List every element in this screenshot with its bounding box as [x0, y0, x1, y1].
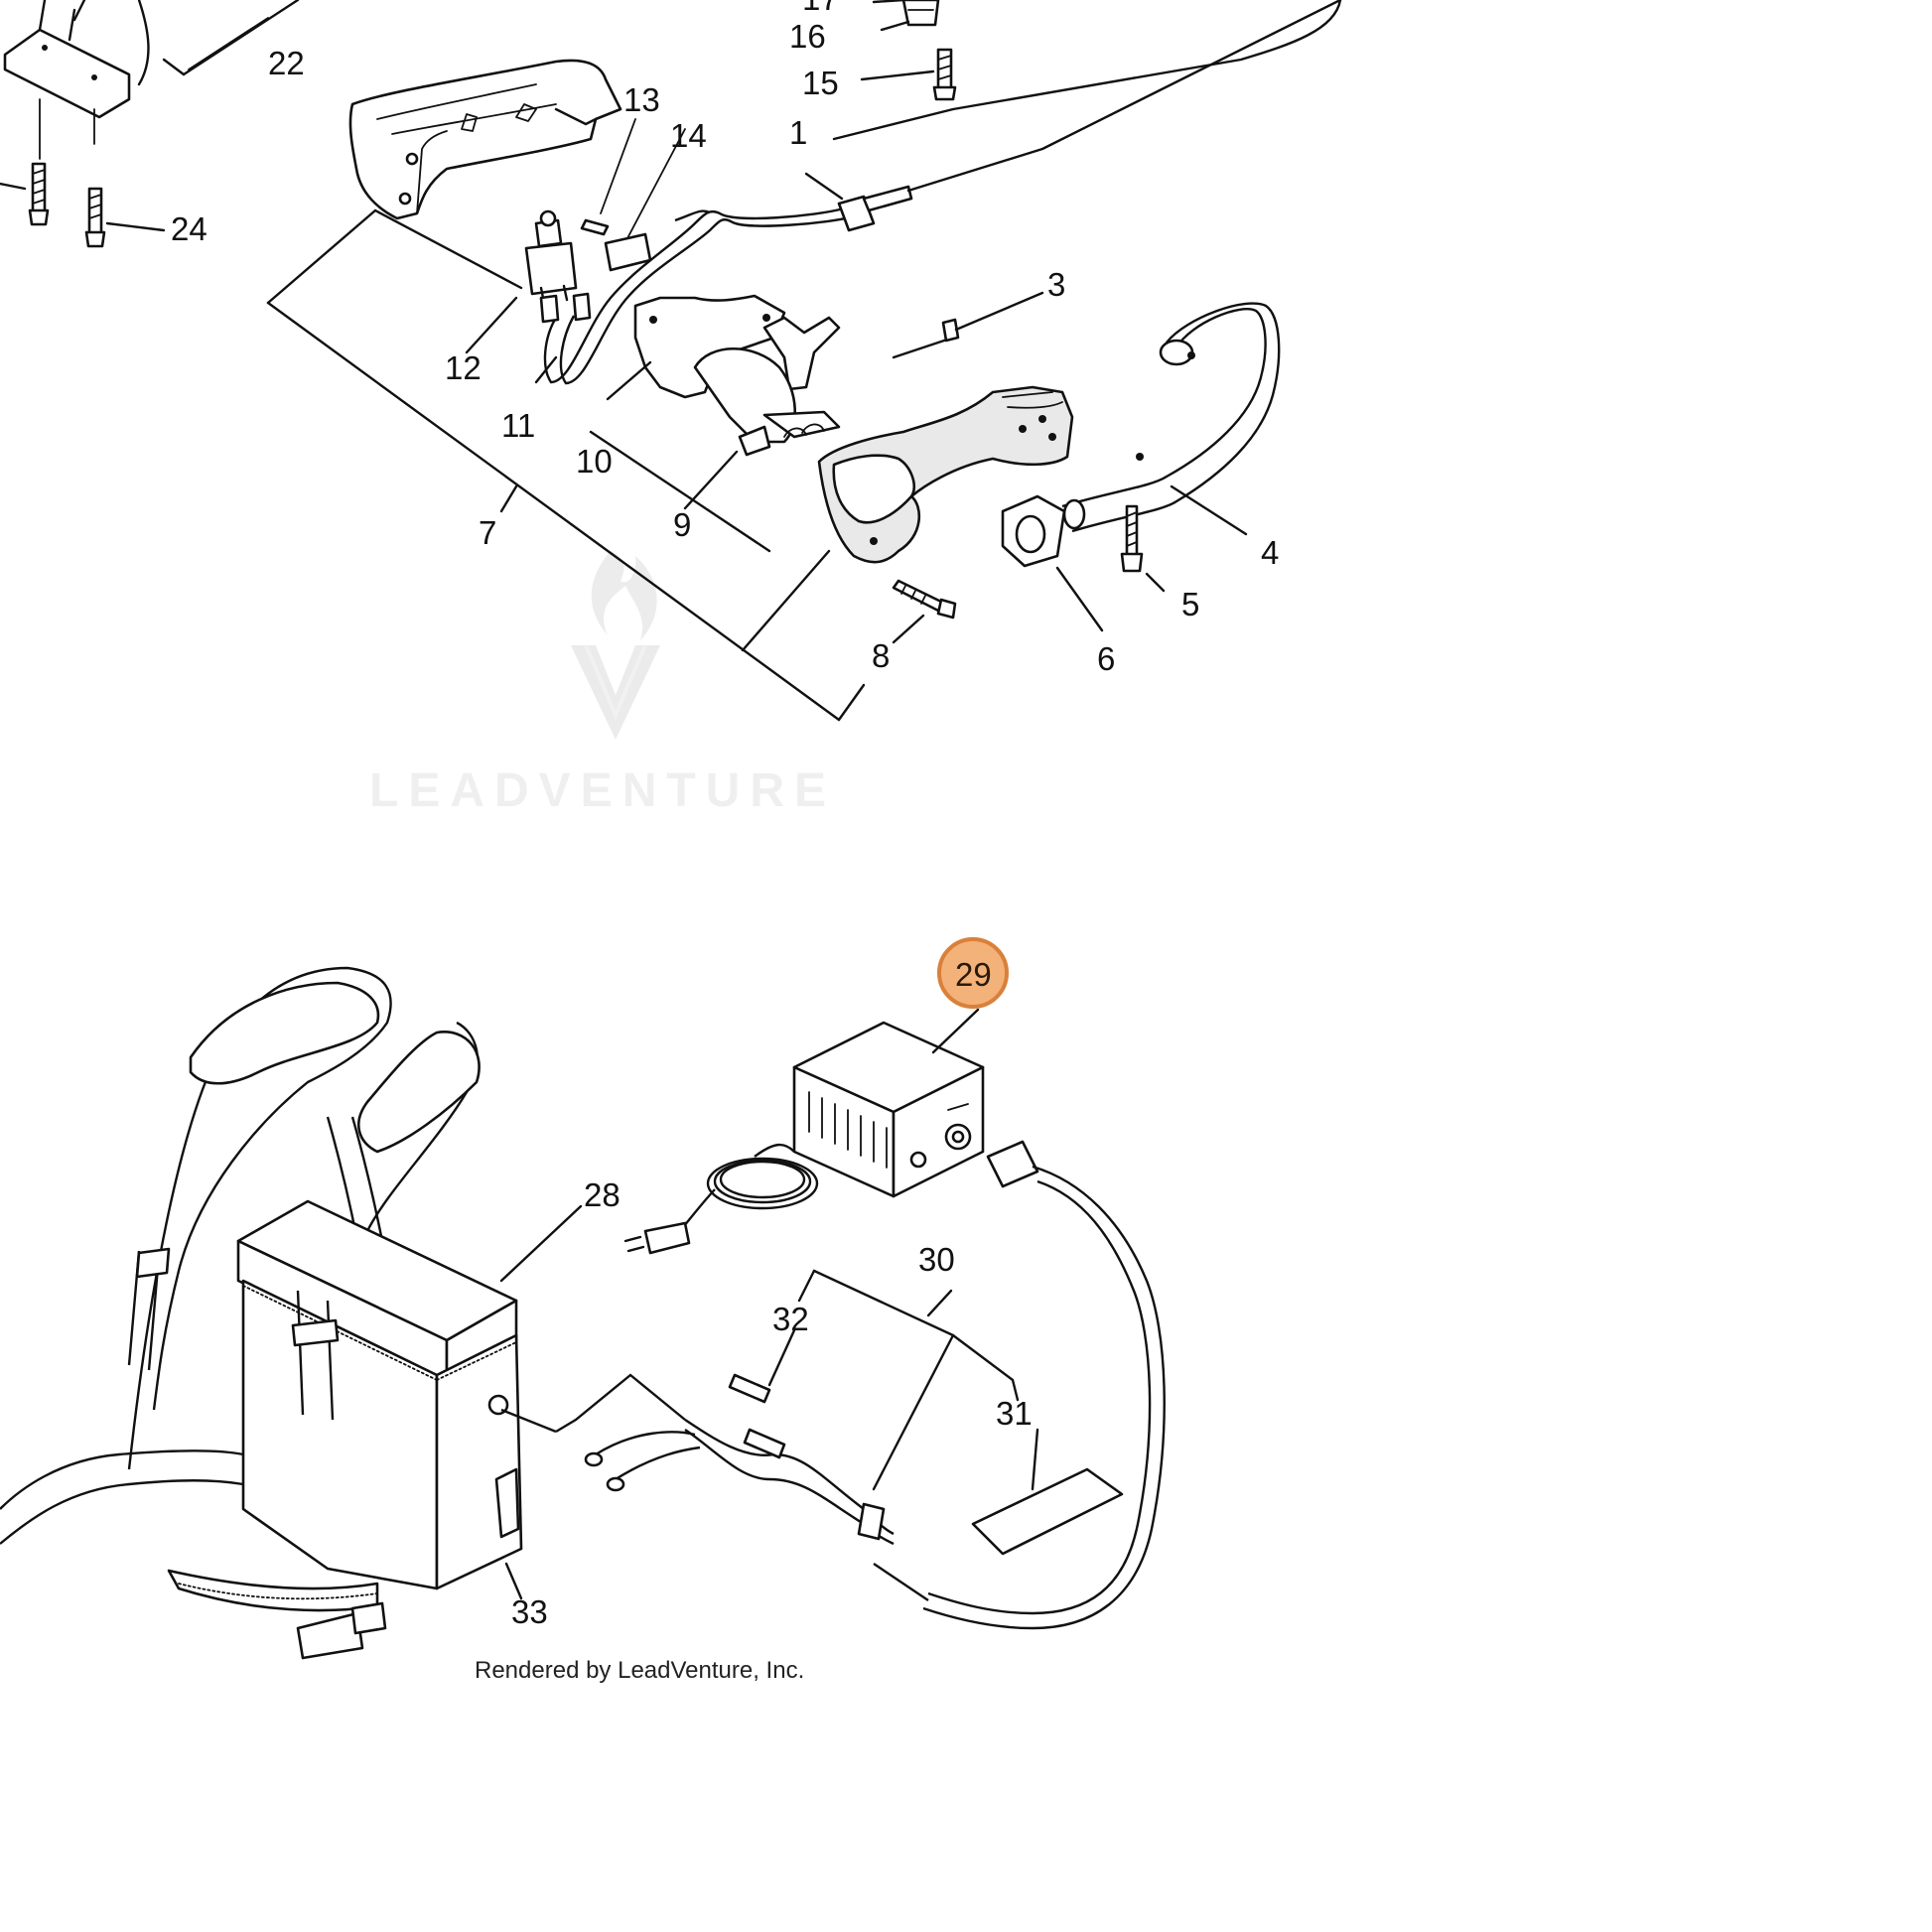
callout-15: 15 [802, 65, 839, 101]
callout-29: 29 [955, 956, 992, 993]
callout-7: 7 [479, 514, 496, 551]
flame-logo-icon [571, 551, 660, 740]
part-11-wire-harness [539, 207, 855, 385]
part-30-31-32-cable-kit [500, 1269, 1124, 1556]
part-4-loop-handle [1061, 302, 1281, 536]
part-12-switch [524, 209, 578, 305]
battery-pack-assembly: 28 30 32 31 33 29 [0, 937, 1166, 1660]
part-7-lower-handle [817, 385, 1074, 564]
part-5-bolt [1120, 504, 1166, 593]
part-24-bolts [0, 162, 166, 248]
callout-6: 6 [1097, 640, 1115, 677]
callout-22: 22 [268, 45, 305, 81]
part-6-grommet [1001, 494, 1104, 632]
watermark-text: LEADVENTURE [369, 764, 836, 817]
callout-12: 12 [445, 349, 482, 386]
credit-line: Rendered by LeadVenture, Inc. [475, 1657, 804, 1684]
callout-30: 30 [918, 1241, 955, 1278]
callout-16: 16 [789, 18, 826, 55]
callout-9: 9 [673, 506, 691, 543]
callout-28: 28 [584, 1176, 621, 1213]
callout-5: 5 [1181, 586, 1199, 622]
callout-33: 33 [511, 1593, 548, 1630]
part-15-16-17-fasteners [860, 0, 957, 101]
callout-4: 4 [1261, 534, 1279, 571]
part-28-backpack [0, 966, 583, 1660]
highlighted-callout-29[interactable]: 29 [937, 937, 1009, 1009]
callout-11: 11 [501, 407, 535, 444]
part-13-handle-housing [348, 59, 622, 220]
callout-13: 13 [623, 81, 660, 118]
callout-3: 3 [1047, 266, 1065, 303]
callout-31: 31 [996, 1395, 1033, 1432]
assembly-bracket-lines [266, 208, 866, 722]
callout-1: 1 [789, 114, 807, 151]
part-29-charger [623, 1008, 1166, 1630]
part-22-bracket [3, 0, 300, 160]
part-13-14-clips [580, 118, 686, 272]
part-8-screw [892, 579, 957, 644]
part-1-cable-connector [804, 0, 1342, 232]
part-9-trigger [693, 316, 841, 457]
part-3-clip [892, 291, 1044, 359]
callout-10: 10 [576, 443, 613, 480]
callout-14: 14 [670, 117, 707, 154]
callout-17: 17 [802, 0, 839, 17]
callout-24: 24 [171, 210, 207, 247]
handle-assembly: 16 17 15 22 13 14 1 24 3 12 11 10 4 7 9 … [0, 0, 1342, 722]
callout-32: 32 [772, 1301, 809, 1337]
leadventure-watermark: LEADVENTURE [369, 551, 836, 817]
guide-line-top [832, 0, 1342, 141]
callout-8: 8 [872, 637, 890, 674]
